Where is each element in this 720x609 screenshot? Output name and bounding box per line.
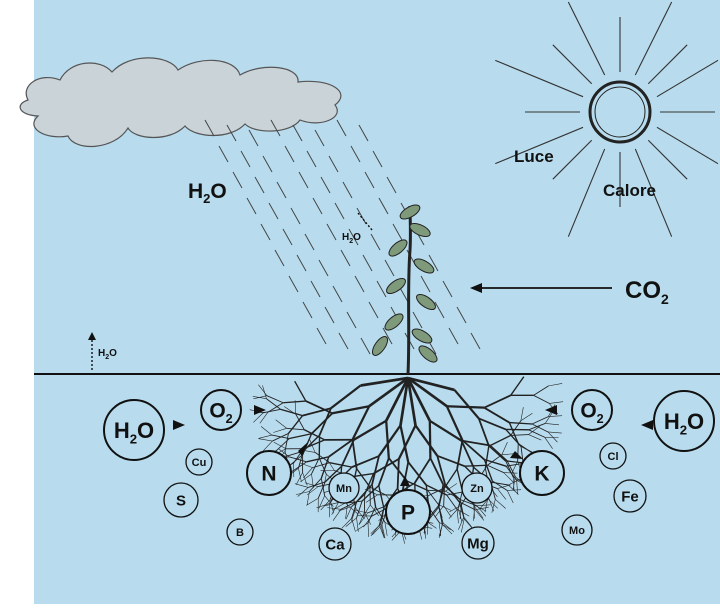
nutrient-main: Zn bbox=[470, 483, 484, 495]
nutrient-main: Cu bbox=[192, 457, 207, 469]
manganese-circle: Mn bbox=[329, 473, 359, 503]
nutrient-tail: O bbox=[687, 409, 704, 434]
nutrient-main: Ca bbox=[325, 536, 345, 553]
nutrient-subscript: 2 bbox=[597, 412, 604, 426]
heat-label: Calore bbox=[603, 181, 656, 200]
phosphorus-circle: P bbox=[386, 490, 430, 534]
root-segment bbox=[518, 444, 519, 462]
nutrient-symbol: Mg bbox=[467, 535, 489, 552]
iron-circle: Fe bbox=[614, 480, 646, 512]
nutrient-symbol: Cl bbox=[608, 451, 619, 463]
nutrient-symbol: Fe bbox=[621, 488, 639, 505]
nutrient-main: B bbox=[236, 527, 244, 539]
nutrient-symbol: Ca bbox=[325, 536, 345, 553]
nutrient-main: N bbox=[261, 463, 276, 486]
copper-circle: Cu bbox=[186, 449, 212, 475]
nutrient-main: H bbox=[114, 418, 130, 443]
nutrient-symbol: N bbox=[261, 463, 276, 486]
nutrient-main: Mo bbox=[569, 525, 585, 537]
magnesium-circle: Mg bbox=[462, 527, 494, 559]
nutrient-symbol: K bbox=[534, 463, 549, 486]
nutrient-symbol: Mn bbox=[336, 483, 352, 495]
nutrient-subscript: 2 bbox=[130, 431, 137, 446]
nutrient-main: P bbox=[401, 502, 415, 525]
nutrient-main: O bbox=[209, 400, 225, 423]
sulfur-circle: S bbox=[164, 483, 198, 517]
sun-icon bbox=[590, 82, 650, 142]
root-segment bbox=[465, 465, 488, 466]
nutrient-main: Cl bbox=[608, 451, 619, 463]
nutrient-symbol: Zn bbox=[470, 483, 484, 495]
oxygen-left-circle: O2 bbox=[201, 390, 241, 430]
nutrient-symbol: Cu bbox=[192, 457, 207, 469]
calcium-circle: Ca bbox=[319, 528, 351, 560]
nutrient-subscript: 2 bbox=[680, 422, 687, 437]
root-segment bbox=[398, 459, 399, 488]
light-label: Luce bbox=[514, 147, 554, 166]
nutrient-main: Mn bbox=[336, 483, 352, 495]
molybdenum-circle: Mo bbox=[562, 515, 592, 545]
nutrient-symbol: P bbox=[401, 502, 415, 525]
nutrient-main: S bbox=[176, 492, 186, 509]
nutrient-main: K bbox=[534, 463, 549, 486]
nutrient-main: O bbox=[580, 400, 596, 423]
root-segment bbox=[447, 406, 484, 407]
chlorine-circle: Cl bbox=[600, 443, 626, 469]
nutrient-tail: O bbox=[137, 418, 154, 443]
water-right-circle: H2O bbox=[654, 391, 714, 451]
nutrient-symbol: Mo bbox=[569, 525, 585, 537]
oxygen-right-circle: O2 bbox=[572, 390, 612, 430]
nutrient-main: Mg bbox=[467, 535, 489, 552]
nutrient-symbol: S bbox=[176, 492, 186, 509]
zinc-circle: Zn bbox=[462, 473, 492, 503]
boron-circle: B bbox=[227, 519, 253, 545]
nutrient-main: H bbox=[664, 409, 680, 434]
nutrient-main: Fe bbox=[621, 488, 639, 505]
potassium-circle: K bbox=[520, 451, 564, 495]
nutrient-subscript: 2 bbox=[226, 412, 233, 426]
nutrient-symbol: B bbox=[236, 527, 244, 539]
nitrogen-circle: N bbox=[247, 451, 291, 495]
water-left-circle: H2O bbox=[104, 400, 164, 460]
root-segment bbox=[430, 421, 431, 458]
